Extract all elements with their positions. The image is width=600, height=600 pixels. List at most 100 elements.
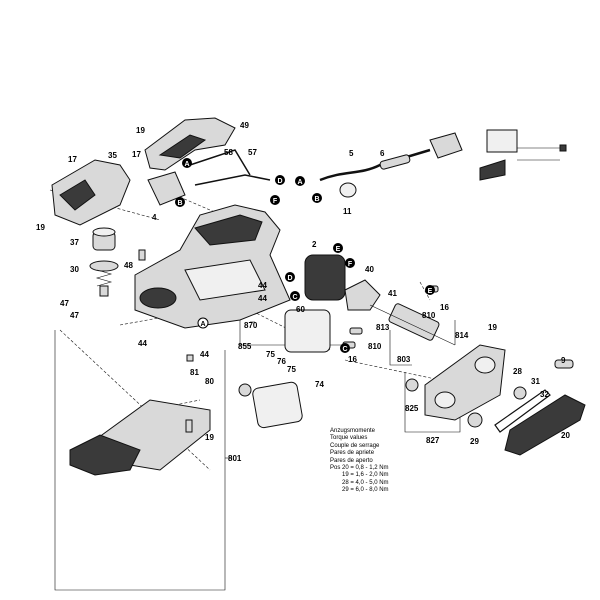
label-81: 81 — [190, 368, 199, 377]
label-810-a: 810 — [422, 311, 436, 320]
label-32: 32 — [540, 390, 549, 399]
part-field-870 — [252, 381, 303, 429]
label-803: 803 — [397, 355, 411, 364]
torque-title-de: Anzugsmomente — [330, 428, 376, 434]
label-16-b: 16 — [348, 355, 357, 364]
label-44-d: 44 — [200, 350, 209, 359]
connector-markers: A B D F A B E F D C E C A — [175, 158, 435, 353]
label-16-a: 16 — [440, 303, 449, 312]
svg-text:A: A — [297, 179, 302, 186]
part-motor-fan-2 — [304, 254, 346, 301]
label-870: 870 — [244, 321, 258, 330]
torque-row: 29 = 6,0 - 8,0 Nm — [330, 487, 470, 494]
torque-row: Pos 20 = 0,8 - 1,2 Nm — [330, 465, 470, 472]
connector-c-1: C — [290, 291, 300, 301]
connector-c-2: C — [340, 343, 350, 353]
torque-pos-header: Pos — [330, 465, 341, 472]
label-827: 855 — [238, 342, 252, 351]
part-armature-803 — [369, 303, 456, 346]
part-knob-37 — [92, 227, 116, 251]
torque-title-fr: Couple de serrage — [330, 442, 380, 449]
label-49: 49 — [240, 121, 249, 130]
part-spring-30 — [89, 260, 119, 297]
label-29: 29 — [470, 437, 479, 446]
part-switch-58 — [147, 171, 186, 206]
label-5: 5 — [349, 149, 354, 158]
label-35: 35 — [108, 151, 117, 160]
svg-text:A: A — [200, 321, 205, 328]
label-801: 801 — [228, 454, 242, 463]
label-810-b: 810 — [368, 342, 382, 351]
svg-text:B: B — [314, 196, 319, 203]
connector-d-1: D — [275, 175, 285, 185]
label-825: 827 — [426, 436, 440, 445]
label-75-a: 75 — [266, 350, 275, 359]
part-main-housing — [134, 204, 291, 329]
label-4: 4 — [152, 213, 157, 222]
part-screws — [138, 249, 527, 433]
label-17-b: 17 — [132, 150, 141, 159]
label-6: 6 — [380, 149, 385, 158]
svg-text:C: C — [292, 294, 297, 301]
torque-value: = 0,8 - 1,2 Nm — [350, 465, 389, 472]
torque-row: 28 = 4,0 - 5,0 Nm — [330, 480, 470, 487]
label-2: 2 — [312, 240, 317, 249]
label-37: 37 — [70, 238, 79, 247]
torque-pos: 29 — [342, 487, 349, 494]
label-20: 20 — [561, 431, 570, 440]
part-housing-cover-35 — [51, 159, 131, 226]
label-40: 40 — [365, 265, 374, 274]
torque-row: 19 = 1,6 - 2,0 Nm — [330, 472, 470, 479]
label-75-b: 75 — [287, 365, 296, 374]
connector-a-3: A — [197, 317, 209, 329]
svg-text:A: A — [184, 161, 189, 168]
part-plug-9 — [554, 359, 574, 369]
label-41: 41 — [388, 289, 397, 298]
label-9: 9 — [561, 356, 566, 365]
svg-text:E: E — [336, 246, 341, 253]
connector-b-1: B — [175, 197, 185, 207]
label-855: 825 — [405, 404, 419, 413]
label-47-b: 47 — [70, 311, 79, 320]
label-76: 76 — [277, 357, 286, 366]
torque-pos: 28 — [342, 479, 349, 486]
part-baseplate-801 — [69, 399, 211, 476]
torque-value: = 6,0 - 8,0 Nm — [350, 487, 389, 494]
label-814: 814 — [455, 331, 469, 340]
label-813: 813 — [376, 323, 390, 332]
svg-text:C: C — [342, 346, 347, 353]
part-stator-60 — [284, 309, 331, 353]
svg-text:D: D — [287, 275, 292, 282]
label-19-d: 19 — [205, 433, 214, 442]
torque-table: Anzugsmomente Torque values Couple de se… — [330, 428, 470, 495]
label-19-b: 19 — [36, 223, 45, 232]
label-80: 80 — [205, 377, 214, 386]
label-19-a: 19 — [136, 126, 145, 135]
label-44-a: 44 — [258, 281, 267, 290]
torque-value: = 4,0 - 5,0 Nm — [350, 479, 389, 486]
label-19-c: 19 — [488, 323, 497, 332]
label-47-a: 47 — [60, 299, 69, 308]
part-brush-holder-11 — [339, 182, 357, 198]
label-58: 58 — [224, 148, 233, 157]
label-11: 11 — [343, 207, 352, 216]
connector-e-2: E — [425, 285, 435, 295]
label-57: 57 — [248, 148, 257, 157]
label-44-b: 44 — [258, 294, 267, 303]
connector-e-1: E — [333, 243, 343, 253]
connector-b-2: B — [312, 193, 322, 203]
label-48: 48 — [124, 261, 133, 270]
part-wire-diagram-inset — [479, 129, 567, 181]
label-60: 60 — [296, 305, 305, 314]
part-number-labels: 19 49 17 35 17 58 57 5 6 4 19 11 37 2 30… — [36, 121, 570, 463]
part-fan-guard-40 — [344, 279, 381, 311]
label-44-c: 44 — [138, 339, 147, 348]
label-74: 74 — [315, 380, 324, 389]
part-chip-deflector-49 — [144, 117, 236, 171]
svg-text:F: F — [348, 261, 353, 268]
torque-title-es: Pares de apriete — [330, 450, 375, 457]
torque-value: = 1,6 - 2,0 Nm — [350, 472, 389, 479]
svg-text:F: F — [273, 198, 278, 205]
